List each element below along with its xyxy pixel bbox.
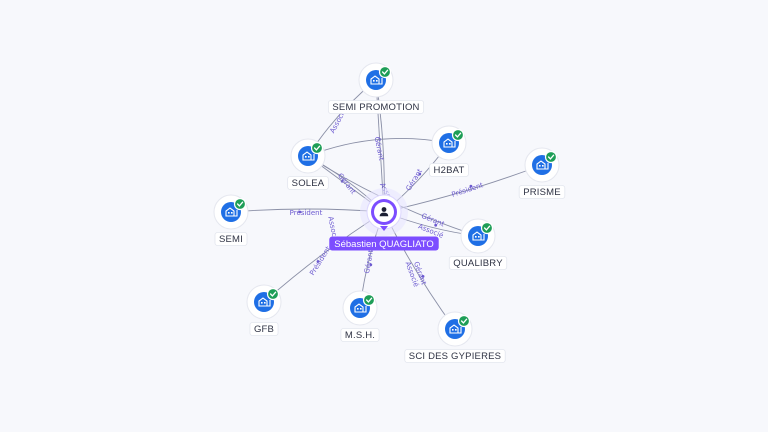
company-node-gfb[interactable]: GFB — [246, 284, 282, 336]
verified-check-icon — [378, 65, 392, 79]
edge-label-prisme: Président — [451, 181, 485, 199]
edge-label-semi: Président — [290, 209, 323, 217]
company-label-bg — [249, 322, 279, 336]
edge-arrow-marker — [316, 260, 320, 263]
edge-arrow-marker — [421, 274, 425, 278]
company-label: SEMI — [219, 234, 243, 245]
building-icon — [536, 160, 549, 170]
edge-arrow-marker — [369, 263, 373, 267]
building-icon — [449, 324, 462, 334]
nodes-layer: SEMI PROMOTION H2BAT PRISME SOLEA SEMI QUALIB… — [213, 62, 566, 363]
verified-check-icon — [362, 293, 376, 307]
company-node-semi[interactable]: SEMI — [213, 194, 249, 246]
verified-check-icon — [480, 221, 494, 235]
edge-arrow-marker — [434, 223, 438, 227]
company-node-sci_gypieres[interactable]: SCI DES GYPIERES — [404, 311, 506, 363]
verified-check-icon — [310, 141, 324, 155]
verified-check-icon — [544, 150, 558, 164]
company-label: SCI DES GYPIERES — [409, 351, 501, 362]
verified-check-icon — [451, 128, 465, 142]
company-label: SEMI PROMOTION — [332, 102, 419, 113]
company-label-bg — [518, 185, 566, 199]
building-icon — [354, 303, 367, 313]
company-node-semi_promotion[interactable]: SEMI PROMOTION — [327, 62, 425, 114]
company-label: M.S.H. — [345, 330, 375, 341]
company-label: PRISME — [523, 187, 561, 198]
center-person[interactable]: Sébastien QUAGLIATO — [329, 188, 439, 251]
building-icon — [370, 75, 383, 85]
edge-arrow-marker — [418, 172, 422, 176]
company-node-solea[interactable]: SOLEA — [287, 138, 329, 190]
company-label-bg — [287, 176, 329, 190]
building-icon — [443, 138, 456, 148]
verified-check-icon — [233, 197, 247, 211]
company-label: SOLEA — [292, 178, 325, 189]
edge-label-msh: Gérant — [363, 249, 375, 274]
edge-arrow-marker — [469, 184, 473, 188]
edge-label-gfb: Président — [308, 245, 332, 277]
building-icon — [225, 207, 238, 217]
company-node-prisme[interactable]: PRISME — [518, 147, 566, 199]
verified-check-icon — [266, 287, 280, 301]
edge-arrow-marker — [298, 210, 302, 214]
company-node-qualibry[interactable]: QUALIBRY — [448, 218, 508, 270]
company-label: QUALIBRY — [453, 258, 503, 269]
company-label-bg — [404, 349, 506, 363]
company-node-h2bat[interactable]: H2BAT — [429, 125, 469, 177]
company-label-bg — [340, 328, 380, 342]
edge-label-extra: Gérant — [373, 136, 386, 161]
edge-label-solea: Gérant — [336, 172, 357, 196]
edge-label-h2bat: Gérant — [405, 167, 425, 192]
person-name: Sébastien QUAGLIATO — [334, 239, 433, 250]
company-label-bg — [429, 163, 469, 177]
company-label-bg — [327, 100, 425, 114]
person-node[interactable]: Sébastien QUAGLIATO — [329, 188, 439, 251]
person-icon — [379, 207, 389, 217]
company-node-msh[interactable]: M.S.H. — [340, 290, 380, 342]
building-icon — [472, 231, 485, 241]
company-label-bg — [448, 256, 508, 270]
company-label: GFB — [254, 324, 274, 335]
person-pin-tip — [380, 226, 388, 231]
building-icon — [302, 151, 315, 161]
company-label: H2BAT — [434, 165, 465, 176]
verified-check-icon — [457, 314, 471, 328]
person-inner — [374, 202, 394, 222]
company-label-bg — [214, 232, 248, 246]
person-name-bg — [329, 236, 439, 251]
building-icon — [258, 297, 271, 307]
